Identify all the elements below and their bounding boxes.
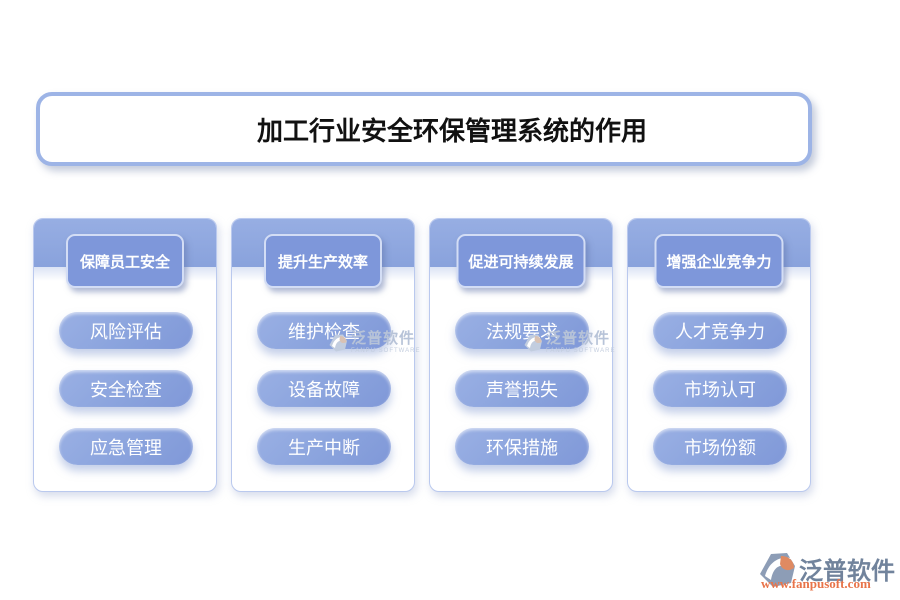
card-header: 增强企业竞争力	[654, 234, 784, 288]
pill-item: 市场份额	[653, 428, 787, 465]
pill-item: 声誉损失	[455, 370, 589, 407]
pill-item: 环保措施	[455, 428, 589, 465]
card-employee-safety: 保障员工安全 风险评估 安全检查 应急管理	[33, 218, 217, 492]
card-header: 提升生产效率	[264, 234, 382, 288]
pill-item: 生产中断	[257, 428, 391, 465]
card-header: 促进可持续发展	[456, 234, 586, 288]
pill-item: 人才竞争力	[653, 312, 787, 349]
card-sustainable-development: 促进可持续发展 法规要求 声誉损失 环保措施	[429, 218, 613, 492]
page-title: 加工行业安全环保管理系统的作用	[256, 116, 647, 146]
card-header: 保障员工安全	[66, 234, 184, 288]
pill-item: 风险评估	[59, 312, 193, 349]
pill-item: 维护检查	[257, 312, 391, 349]
card-enterprise-competitiveness: 增强企业竞争力 人才竞争力 市场认可 市场份额	[627, 218, 811, 492]
pill-item: 设备故障	[257, 370, 391, 407]
pill-item: 法规要求	[455, 312, 589, 349]
card-production-efficiency: 提升生产效率 维护检查 设备故障 生产中断	[231, 218, 415, 492]
title-banner: 加工行业安全环保管理系统的作用	[36, 92, 812, 166]
website-url: www.fanpusoft.com	[761, 576, 871, 591]
pill-item: 安全检查	[59, 370, 193, 407]
pill-item: 应急管理	[59, 428, 193, 465]
fanpu-logo-icon	[760, 553, 795, 587]
pill-item: 市场认可	[653, 370, 787, 407]
brand-name: 泛普软件	[799, 558, 895, 585]
